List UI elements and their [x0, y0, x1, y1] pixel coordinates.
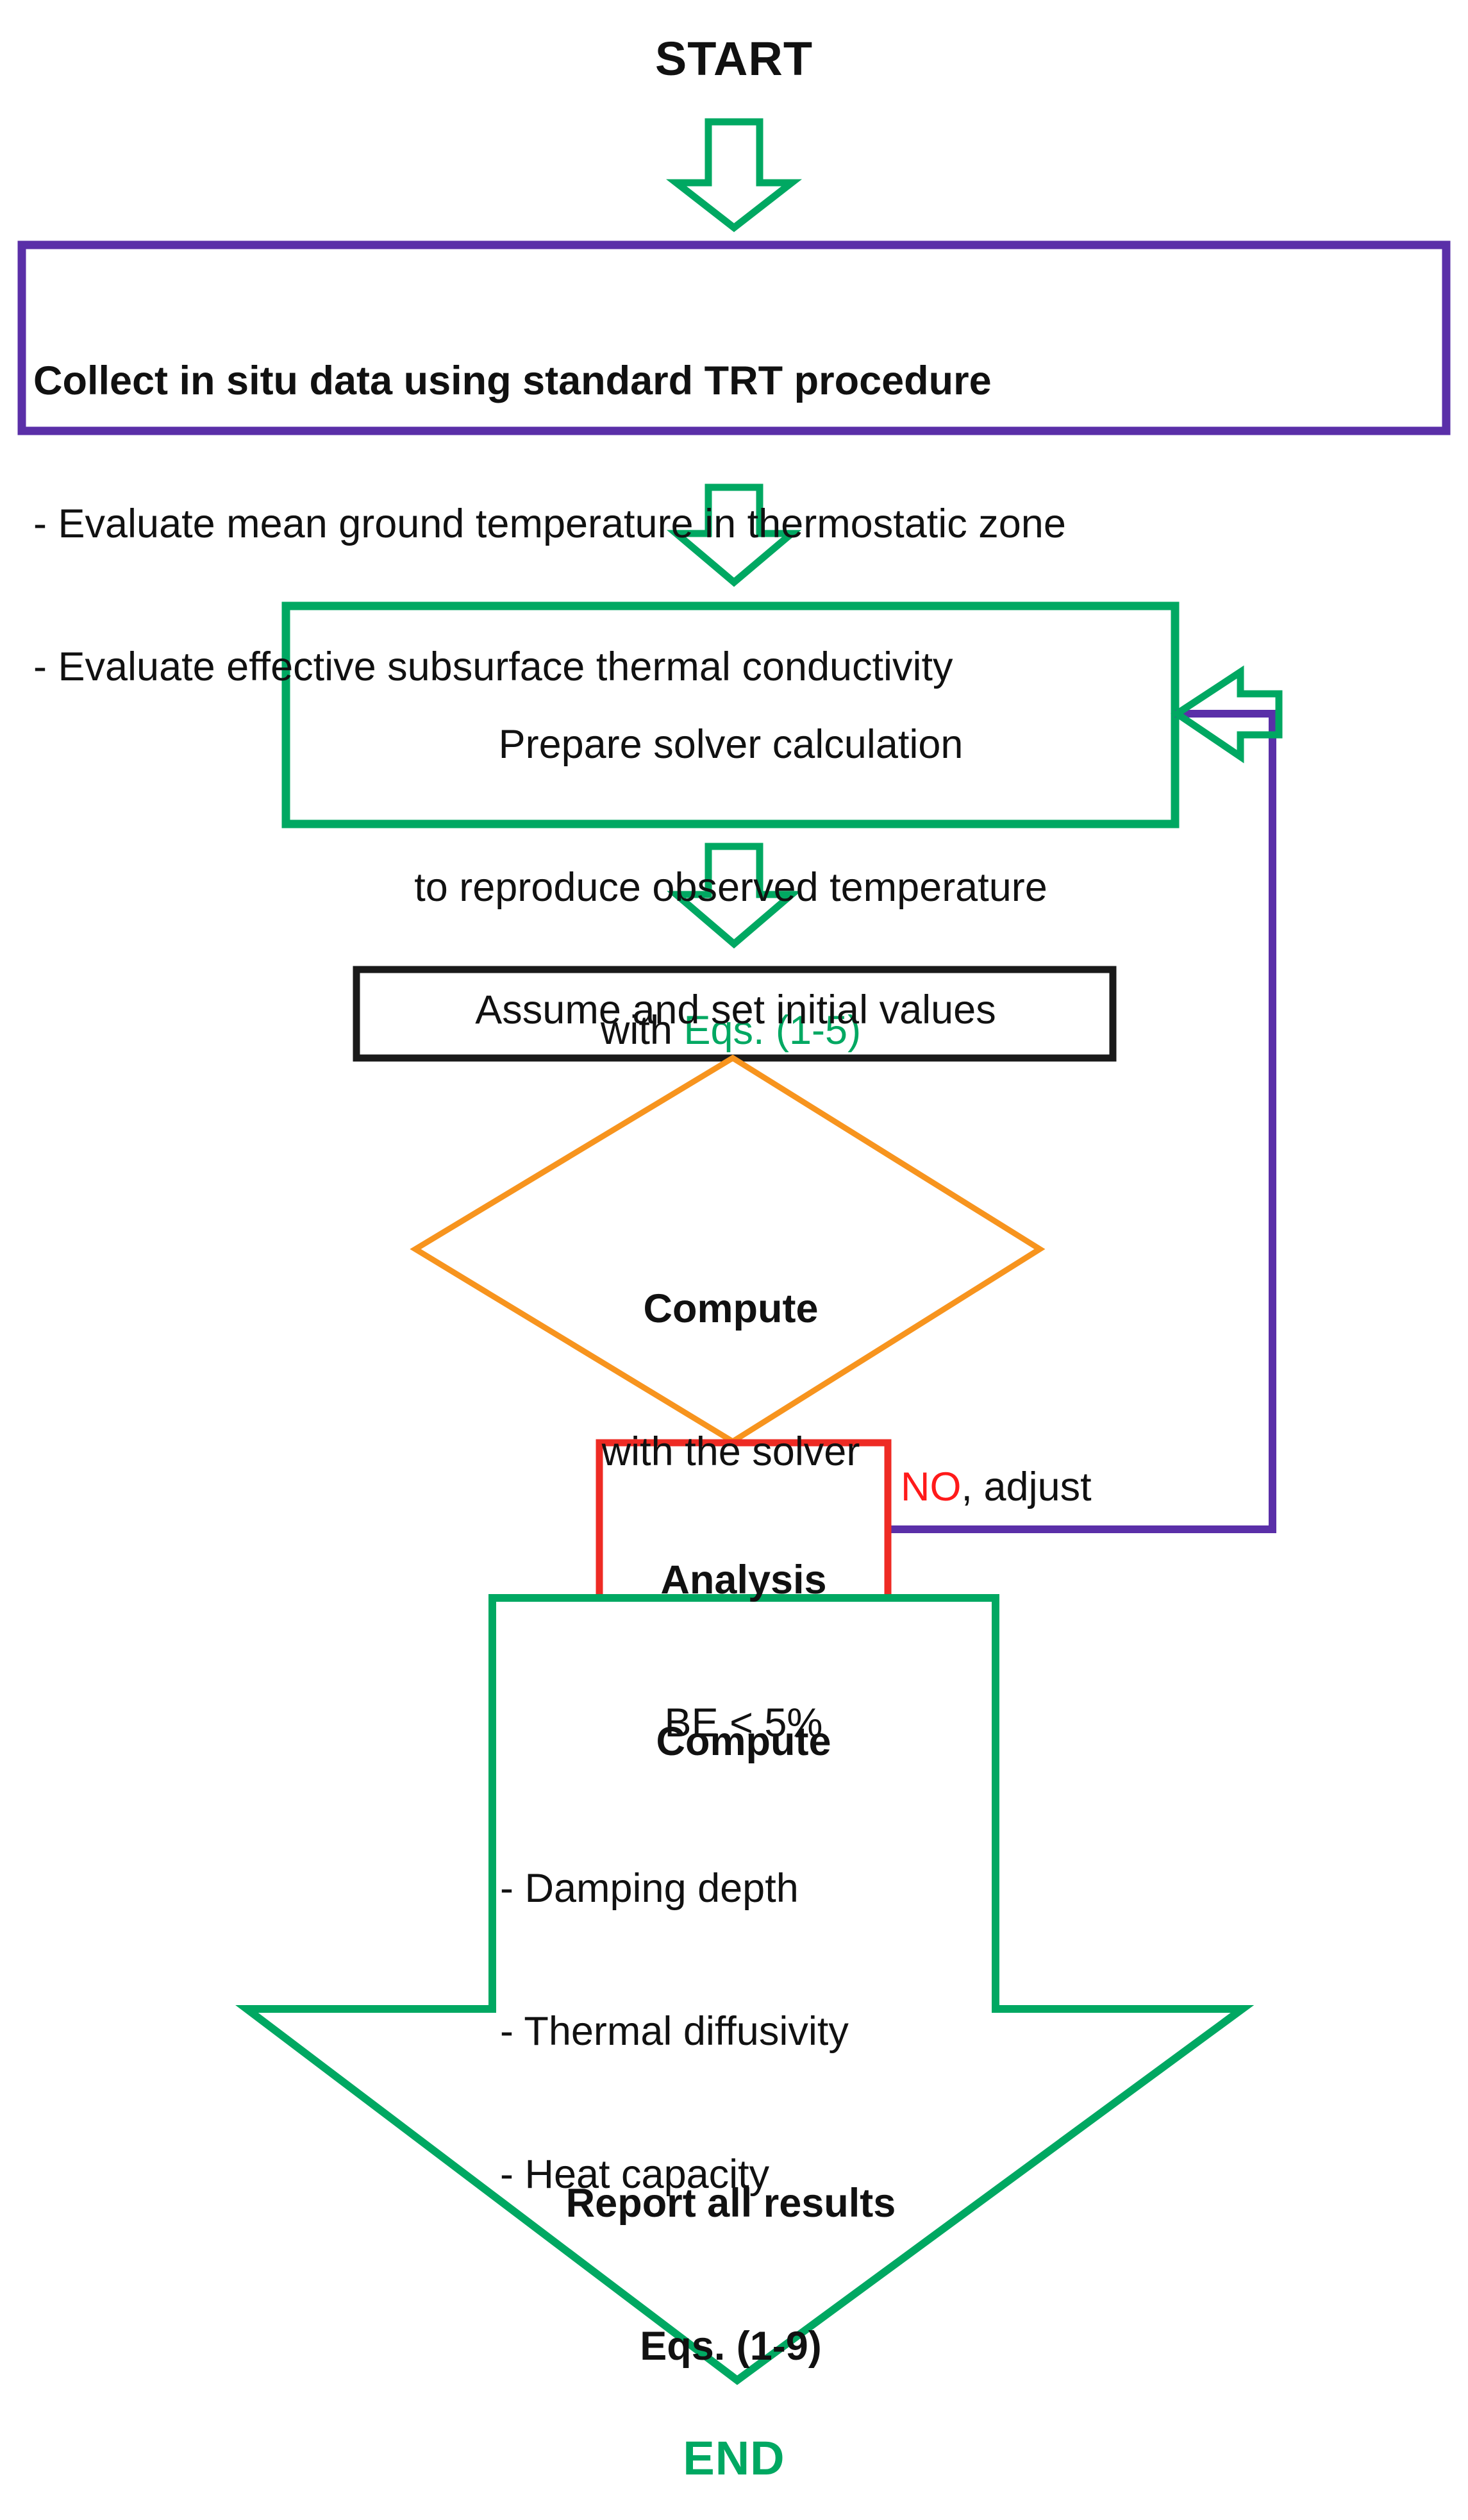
assume-box — [353, 966, 1117, 1062]
solver-box — [281, 601, 1180, 828]
connector-arrow-trt-to-solver — [666, 483, 802, 587]
feedback-loop-line — [888, 710, 1276, 1533]
results-report-arrow — [235, 1594, 1255, 2385]
feedback-arrow-head — [1171, 665, 1283, 764]
compute-decision-diamond — [410, 1054, 1046, 1445]
connector-arrow-start-to-trt — [665, 118, 803, 232]
connector-arrow-solver-to-assume — [667, 843, 801, 949]
analysis-box — [596, 1439, 892, 1602]
trt-box — [17, 240, 1451, 435]
